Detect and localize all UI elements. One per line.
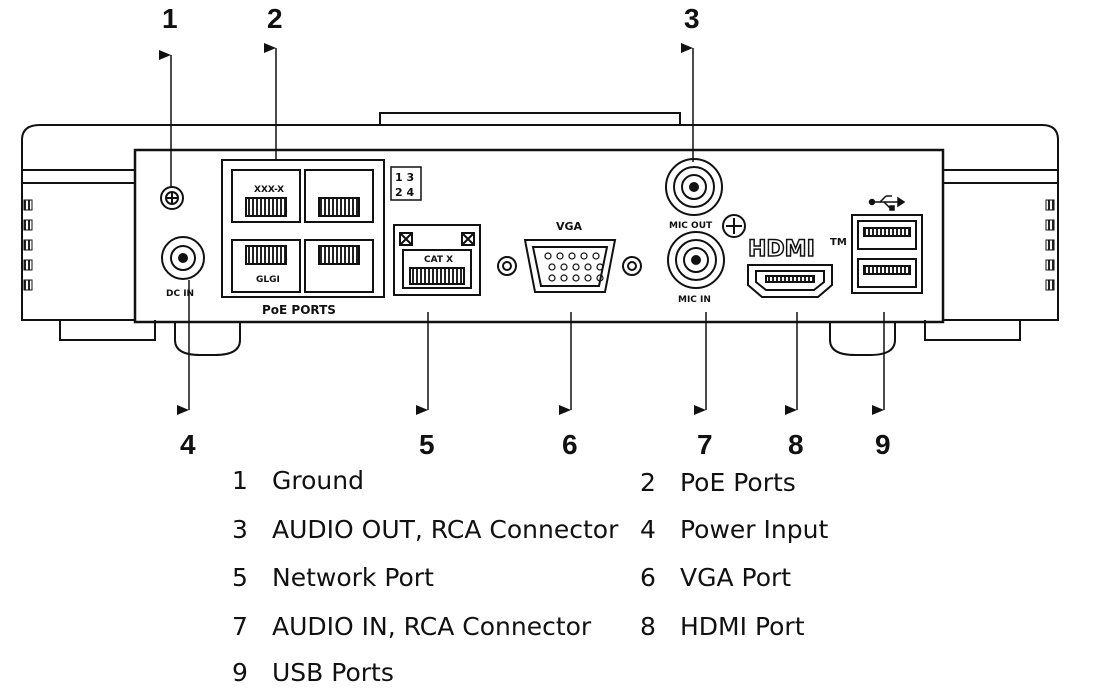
device-rear-panel-diagram: DC IN XXX-X GLGI PoE PORTS 1 3 2 4 CAT X… [21,3,1059,460]
callout-number-3: 3 [684,3,700,34]
hdmi-logo: HDMI [748,237,815,262]
legend-item-ground: 1 Ground [232,466,364,495]
mic-out-ground-screw [722,214,746,238]
poe-top-label: XXX-X [254,185,284,195]
legend-number: 2 [640,468,656,497]
legend-label: AUDIO IN, RCA Connector [272,612,592,641]
legend-label: VGA Port [680,563,792,592]
legend-item-network-port: 5 Network Port [232,563,434,592]
poe-ports-block [221,159,385,298]
mic-out-label: MIC OUT [669,221,713,231]
callout-number-5: 5 [419,429,435,460]
legend-number: 5 [232,563,248,592]
dc-in-label: DC IN [166,289,194,299]
legend-number: 6 [640,563,656,592]
legend-item-audio-in: 7 AUDIO IN, RCA Connector [232,612,591,641]
vga-pins [544,252,604,282]
legend-number: 9 [232,658,248,687]
callout-number-7: 7 [697,429,713,460]
poe-bottom-label: GLGI [256,275,280,285]
hdmi-port [747,264,833,298]
port-number-grid [390,166,422,201]
callout-number-6: 6 [562,429,578,460]
legend-number: 4 [640,515,656,544]
network-port [393,224,481,296]
mic-in-label: MIC IN [678,295,711,305]
poe-ports-label: PoE PORTS [262,303,336,317]
net-port-label: CAT X [424,255,453,265]
callout-number-1: 1 [162,3,178,34]
legend-item-poe-ports: 2 PoE Ports [640,468,796,497]
usb-ports [851,214,923,294]
mic-out-rca [665,158,723,216]
legend: 1 Ground 2 PoE Ports 3 AUDIO OUT, RCA Conne… [0,462,1107,697]
legend-number: 8 [640,612,656,641]
grid-top-label: 1 3 [395,171,414,184]
legend-label: Ground [272,466,364,495]
callout-number-2: 2 [267,3,283,34]
legend-item-usb-ports: 9 USB Ports [232,658,394,687]
vent-left [23,199,33,291]
legend-number: 7 [232,612,248,641]
legend-label: USB Ports [272,658,394,687]
legend-label: HDMI Port [680,612,805,641]
ground-screw [160,186,184,210]
legend-label: Network Port [272,563,434,592]
dc-power-jack [161,236,205,280]
legend-item-power-input: 4 Power Input [640,515,828,544]
callout-lines [159,43,885,415]
legend-number: 3 [232,515,248,544]
vga-label: VGA [556,220,583,233]
callout-number-4: 4 [180,429,196,460]
usb-icon [868,195,906,211]
legend-label: Power Input [680,515,829,544]
legend-label: AUDIO OUT, RCA Connector [272,515,619,544]
grid-bottom-label: 2 4 [395,186,414,199]
legend-label: PoE Ports [680,468,796,497]
legend-item-hdmi-port: 8 HDMI Port [640,612,805,641]
callout-number-9: 9 [875,429,891,460]
mic-in-rca [667,231,725,289]
legend-item-audio-out: 3 AUDIO OUT, RCA Connector [232,515,618,544]
legend-item-vga-port: 6 VGA Port [640,563,791,592]
vent-right [1045,199,1055,291]
legend-number: 1 [232,466,248,495]
callout-number-8: 8 [788,429,804,460]
hdmi-tm-label: TM [830,237,847,248]
